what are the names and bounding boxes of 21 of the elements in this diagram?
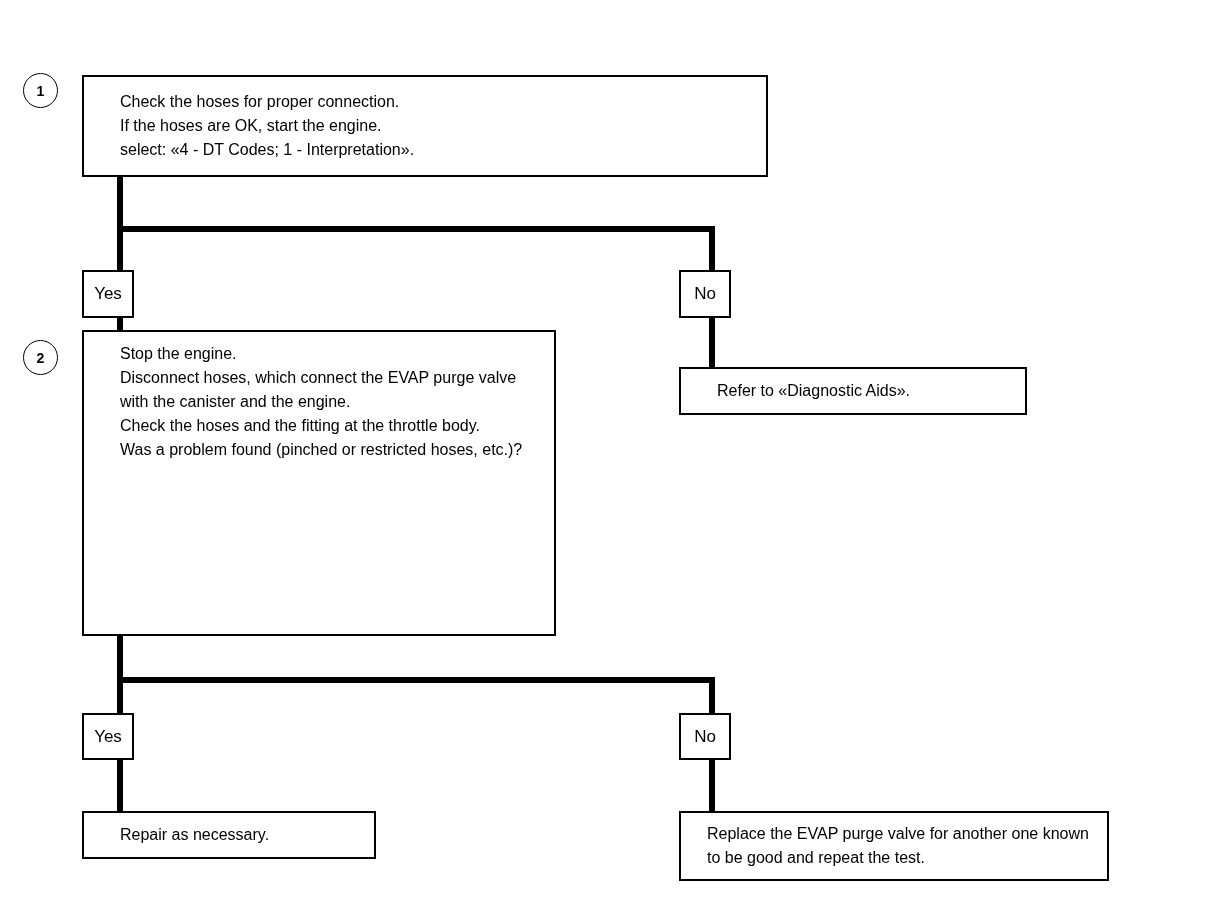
- answer-label: Yes: [82, 713, 134, 760]
- instruction-text: Check the hoses for proper connection.: [120, 92, 401, 112]
- instruction-text: select: «4 - DT Codes; 1 - Interpretation».: [120, 140, 416, 160]
- step-number: 2: [23, 340, 58, 375]
- instruction-box: Replace the EVAP purge valve for another one known to be good and repeat the test.: [679, 811, 1109, 881]
- instruction-text: If the hoses are OK, start the engine.: [120, 116, 383, 136]
- instruction-box: [82, 75, 768, 177]
- step-number: 1: [23, 73, 58, 108]
- instruction-text: Stop the engine.: [120, 344, 238, 364]
- connector-line: [709, 317, 715, 368]
- answer-label: No: [679, 270, 731, 318]
- connector-line: [117, 759, 123, 812]
- instruction-text: Check the hoses and the fitting at the throttle body.: [120, 416, 481, 436]
- instruction-text: Disconnect hoses, which connect the EVAP purge valve with the canister and the engine.: [120, 368, 518, 412]
- instruction-box: [82, 330, 556, 636]
- answer-label: No: [679, 713, 731, 760]
- answer-label: Yes: [82, 270, 134, 318]
- instruction-box: Repair as necessary.: [82, 811, 376, 859]
- instruction-box: Refer to «Diagnostic Aids».: [679, 367, 1027, 415]
- connector-line: [709, 759, 715, 812]
- instruction-text: Was a problem found (pinched or restricted hoses, etc.)?: [120, 440, 524, 460]
